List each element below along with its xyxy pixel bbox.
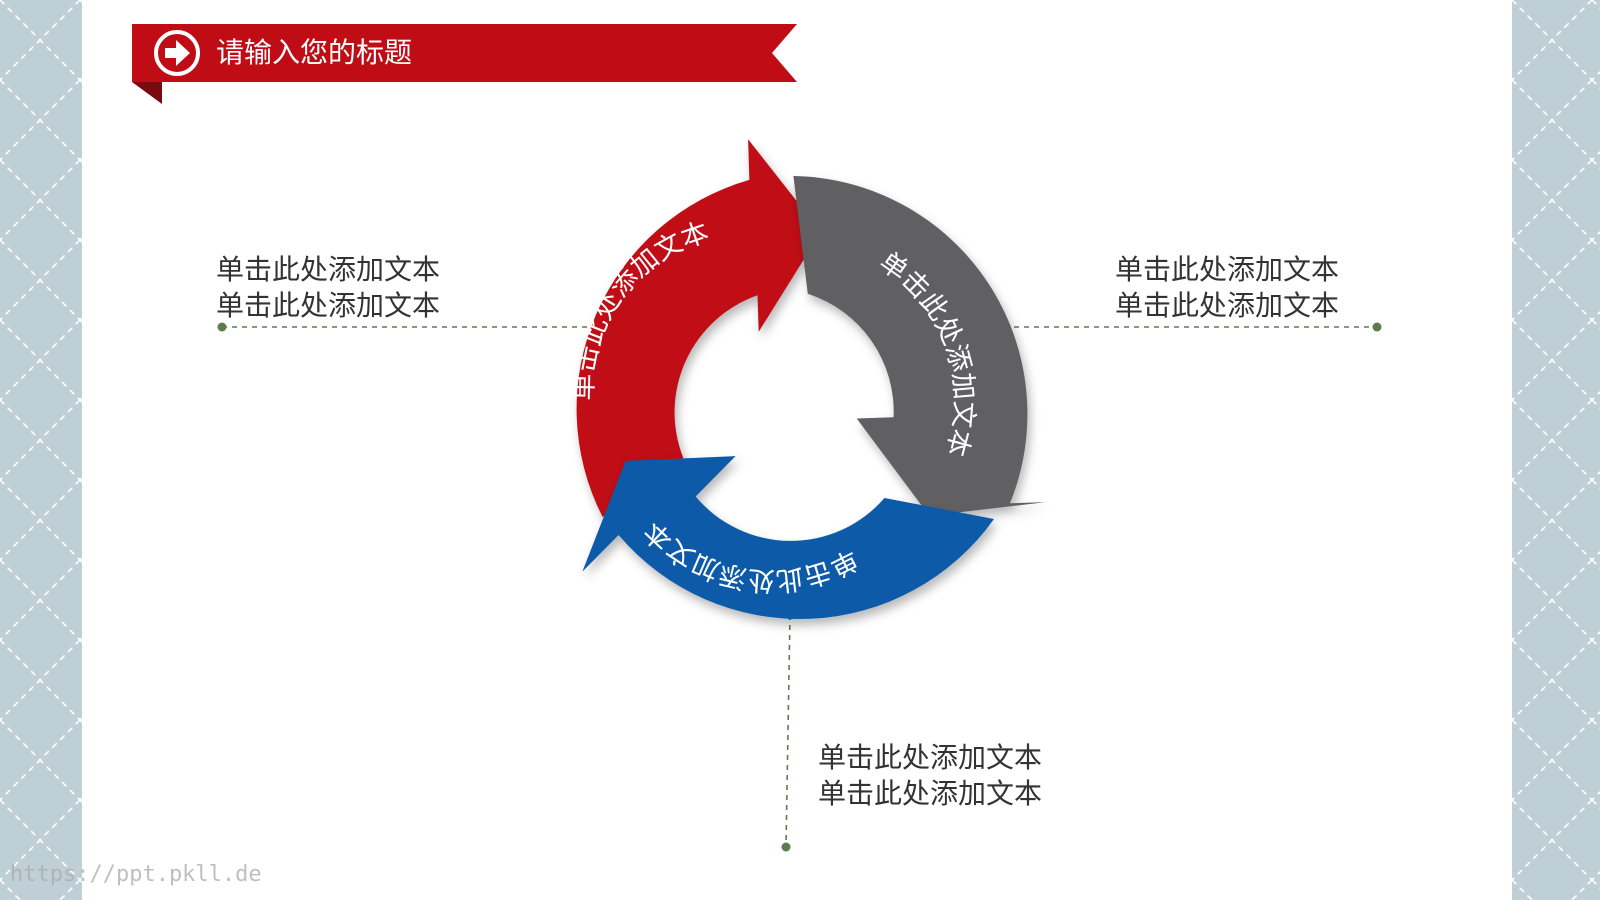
cycle-diagram: 单击此处添加文本 单击此处添加文本 单击此处添加文本 — [217, 139, 1382, 852]
callout-right: 单击此处添加文本 单击此处添加文本 — [1115, 252, 1339, 324]
callout-right-line2: 单击此处添加文本 — [1115, 289, 1340, 322]
cycle-arrow-red — [576, 139, 821, 518]
cycle-arrow-gray — [793, 176, 1046, 516]
right-leader-dot-end — [1372, 322, 1382, 332]
bottom-leader-dot-end — [781, 842, 791, 852]
callout-bottom-line1: 单击此处添加文本 — [818, 741, 1043, 774]
page-title: 请输入您的标题 — [216, 36, 413, 69]
callout-left-line2: 单击此处添加文本 — [216, 289, 441, 322]
slide-content: 请输入您的标题 — [82, 0, 1512, 900]
callout-left: 单击此处添加文本 单击此处添加文本 — [216, 252, 440, 324]
title-banner: 请输入您的标题 — [132, 24, 797, 104]
watermark-url: https://ppt.pkll.de — [10, 862, 262, 887]
left-leader-dot-end — [217, 322, 227, 332]
left-pattern-border — [0, 0, 82, 900]
cycle-arrow-blue — [582, 456, 994, 620]
banner-ribbon — [132, 24, 797, 82]
callout-left-line1: 单击此处添加文本 — [216, 253, 441, 286]
callout-right-line1: 单击此处添加文本 — [1115, 253, 1340, 286]
right-pattern-border — [1512, 0, 1600, 900]
arrow-right-circle-icon — [154, 30, 200, 76]
callout-bottom-line2: 单击此处添加文本 — [818, 777, 1043, 810]
bottom-leader-line — [785, 614, 791, 848]
callout-bottom: 单击此处添加文本 单击此处添加文本 — [818, 740, 1042, 812]
